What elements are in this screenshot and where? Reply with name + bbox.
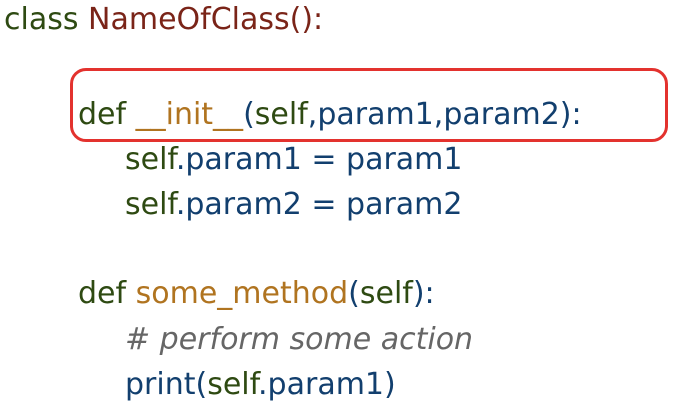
assigned-value: param2 (346, 187, 463, 222)
close-paren: ) (384, 367, 396, 402)
print-call-line: print(self.param1) (125, 365, 396, 405)
code-comment: # perform some action (125, 322, 474, 357)
class-name: NameOfClass(): (88, 2, 324, 37)
init-highlight-box (70, 68, 668, 142)
self-param: self (359, 276, 413, 311)
param1-name: param1 (317, 97, 434, 132)
def-keyword: def (78, 276, 127, 311)
self-param: self (254, 97, 308, 132)
attribute-name: .param1 (258, 367, 385, 402)
class-keyword: class (4, 2, 79, 37)
print-call: print( (125, 367, 208, 402)
self-ref: self (207, 367, 259, 402)
init-definition-line: def __init__(self,param1,param2): (78, 95, 582, 135)
close-paren-colon: ): (412, 276, 435, 311)
comment-line: # perform some action (125, 320, 473, 360)
attribute-name: .param2 (175, 187, 302, 222)
comma: , (307, 97, 318, 132)
class-definition-line: class NameOfClass(): (4, 0, 323, 40)
assign-param1-line: self.param1 = param1 (125, 140, 463, 180)
self-ref: self (125, 142, 176, 177)
attribute-name: .param1 (175, 142, 302, 177)
method-function-name: some_method (135, 276, 349, 311)
init-function-name: __init__ (135, 97, 244, 132)
open-paren: ( (348, 276, 360, 311)
def-keyword: def (78, 97, 127, 132)
method-definition-line: def some_method(self): (78, 274, 435, 314)
self-ref: self (125, 187, 176, 222)
param2-name: param2 (443, 97, 560, 132)
close-paren-colon: ): (559, 97, 582, 132)
assign-param2-line: self.param2 = param2 (125, 185, 463, 225)
assign-operator: = (301, 142, 347, 177)
open-paren: ( (243, 97, 255, 132)
assign-operator: = (301, 187, 347, 222)
assigned-value: param1 (346, 142, 463, 177)
comma: , (433, 97, 444, 132)
